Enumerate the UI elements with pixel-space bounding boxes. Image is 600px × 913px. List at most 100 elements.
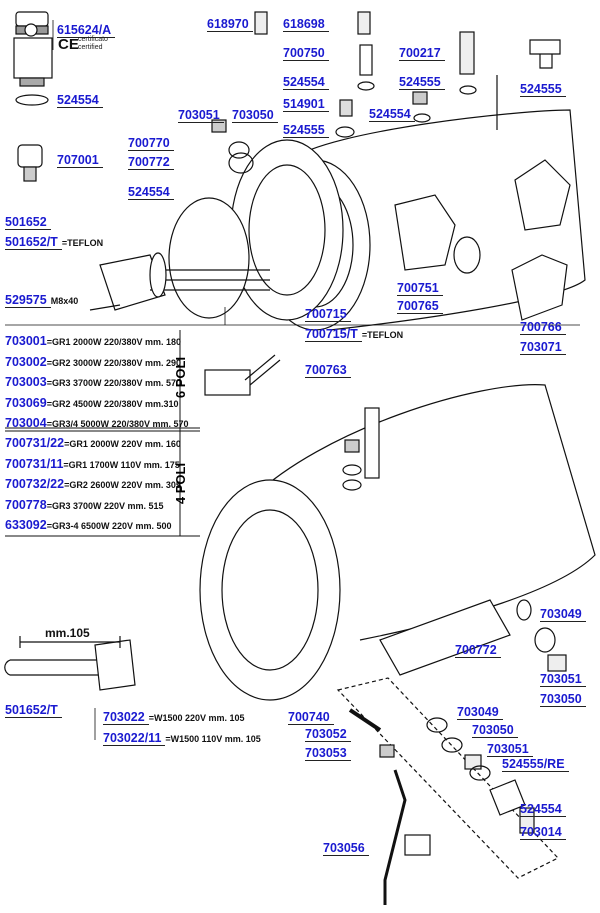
part-code[interactable]: 700765: [397, 299, 443, 314]
heating-spec: =GR1 2000W 220/380V mm. 180: [46, 337, 182, 347]
heating-code[interactable]: 703069: [5, 395, 47, 410]
part-label: 703051: [540, 672, 586, 687]
part-code[interactable]: 700715: [305, 307, 351, 322]
part-label: 703050: [540, 692, 586, 707]
part-code[interactable]: 703051: [540, 672, 586, 687]
part-code[interactable]: 700751: [397, 281, 443, 296]
part-code[interactable]: 703051: [178, 108, 224, 123]
group-title-6-poli: 6 POLI: [173, 356, 189, 399]
part-label: 524555: [520, 82, 566, 97]
part-code[interactable]: 703049: [457, 705, 503, 720]
heating-code[interactable]: 633092: [5, 518, 47, 533]
part-code[interactable]: 703051: [487, 742, 533, 757]
part-code[interactable]: 501652/T: [5, 235, 62, 250]
part-label: 707001: [57, 153, 103, 168]
part-code[interactable]: 700763: [305, 363, 351, 378]
part-code[interactable]: 615624/A: [57, 23, 116, 38]
part-code[interactable]: 524555/RE: [502, 757, 569, 772]
part-code[interactable]: 524554: [369, 107, 415, 122]
heating-element-drawing: [89, 252, 270, 311]
part-code[interactable]: 703022: [103, 710, 149, 725]
part-code[interactable]: 703014: [520, 825, 566, 840]
part-code[interactable]: 524555: [283, 123, 329, 138]
heating-code[interactable]: 700732/22: [5, 477, 65, 492]
small-heating-element-drawing: [4, 636, 136, 691]
heating-code[interactable]: 703002: [5, 354, 47, 369]
part-code[interactable]: 703049: [540, 607, 586, 622]
part-code[interactable]: 700772: [128, 155, 174, 170]
part-code[interactable]: 703050: [232, 108, 278, 123]
part-label: 700217: [399, 46, 445, 61]
part-code[interactable]: 703053: [305, 746, 351, 761]
part-code[interactable]: 700715/T: [305, 327, 362, 342]
part-code[interactable]: 524554: [520, 802, 566, 817]
heating-spec: =GR2 3000W 220/380V mm. 290: [46, 357, 182, 368]
part-code[interactable]: 707001: [57, 153, 103, 168]
heating-spec: =GR3-4 6500W 220V mm. 500: [46, 521, 172, 532]
heating-row: 703004=GR3/4 5000W 220/380V mm. 570: [5, 416, 189, 431]
part-label: 501652/T: [5, 703, 62, 718]
heating-spec: =GR1 2000W 220V mm. 160: [64, 439, 181, 449]
part-code[interactable]: 703050: [540, 692, 586, 707]
part-code[interactable]: 524555: [520, 82, 566, 97]
part-note: M8x40: [50, 296, 79, 306]
part-label: 524555: [399, 75, 445, 90]
lower-boiler-drawing: [199, 384, 596, 701]
part-code[interactable]: 700750: [283, 46, 329, 61]
heating-spec: =GR3 3700W 220/380V mm. 570: [46, 378, 182, 389]
part-code[interactable]: 703071: [520, 340, 566, 355]
group-title-4-poli: 4 POLI: [173, 462, 189, 505]
part-code[interactable]: 618970: [207, 17, 253, 32]
part-code[interactable]: 501652: [5, 215, 51, 230]
part-code[interactable]: 529575: [5, 293, 51, 308]
heating-code[interactable]: 703003: [5, 375, 47, 390]
part-code[interactable]: 524554: [128, 185, 174, 200]
safety-valve-drawing: [13, 11, 53, 106]
part-code[interactable]: 514901: [283, 97, 329, 112]
part-code[interactable]: 501652/T: [5, 703, 62, 718]
part-code[interactable]: 703050: [472, 723, 518, 738]
part-label: 703022=W1500 220V mm. 105: [103, 710, 245, 725]
heating-row: 703069=GR2 4500W 220/380V mm.310: [5, 396, 179, 411]
ce-mark: CE: [58, 36, 79, 53]
heating-code[interactable]: 703001: [5, 334, 47, 348]
part-label: 524554: [283, 75, 329, 90]
part-code[interactable]: 524555: [399, 75, 445, 90]
part-label: 501652/T=TEFLON: [5, 235, 103, 250]
leader-lines: [5, 20, 580, 740]
heating-code[interactable]: 700778: [5, 497, 47, 512]
part-label: 524554: [520, 802, 566, 817]
part-label: 703050: [472, 723, 518, 738]
heating-code[interactable]: 700731/22: [5, 436, 65, 450]
part-note: =TEFLON: [61, 238, 104, 248]
part-code[interactable]: 703056: [323, 841, 369, 856]
part-code[interactable]: 524554: [283, 75, 329, 90]
heating-row: 703002=GR2 3000W 220/380V mm. 290: [5, 355, 181, 370]
part-code[interactable]: 618698: [283, 17, 329, 32]
part-code[interactable]: 700770: [128, 136, 174, 151]
part-label: 703053: [305, 746, 351, 761]
heating-table-frame: [5, 330, 200, 537]
part-code[interactable]: 703052: [305, 727, 351, 742]
part-note: =W1500 220V mm. 105: [148, 713, 245, 723]
part-code[interactable]: 524554: [57, 93, 103, 108]
upper-boiler-drawing: [168, 109, 586, 331]
heating-row: 700732/22=GR2 2600W 220V mm. 305: [5, 477, 181, 492]
part-label: 618970: [207, 17, 253, 32]
part-note: =TEFLON: [361, 330, 404, 340]
part-code[interactable]: 700217: [399, 46, 445, 61]
part-code[interactable]: 700772: [455, 643, 501, 658]
heating-code[interactable]: 700731/11: [5, 456, 64, 471]
pressure-switch-drawing: [17, 144, 43, 182]
heating-code[interactable]: 703004: [5, 416, 47, 431]
heating-row: 700778=GR3 3700W 220V mm. 515: [5, 498, 164, 513]
part-label: 703049: [457, 705, 503, 720]
part-label: 703051: [487, 742, 533, 757]
part-code[interactable]: 700766: [520, 320, 566, 335]
part-code[interactable]: 700740: [288, 710, 334, 725]
part-label: 615624/A: [57, 23, 116, 38]
heating-row: 633092=GR3-4 6500W 220V mm. 500: [5, 518, 172, 533]
part-code[interactable]: 703022/11: [103, 731, 166, 746]
part-label: 700715/T=TEFLON: [305, 327, 403, 342]
